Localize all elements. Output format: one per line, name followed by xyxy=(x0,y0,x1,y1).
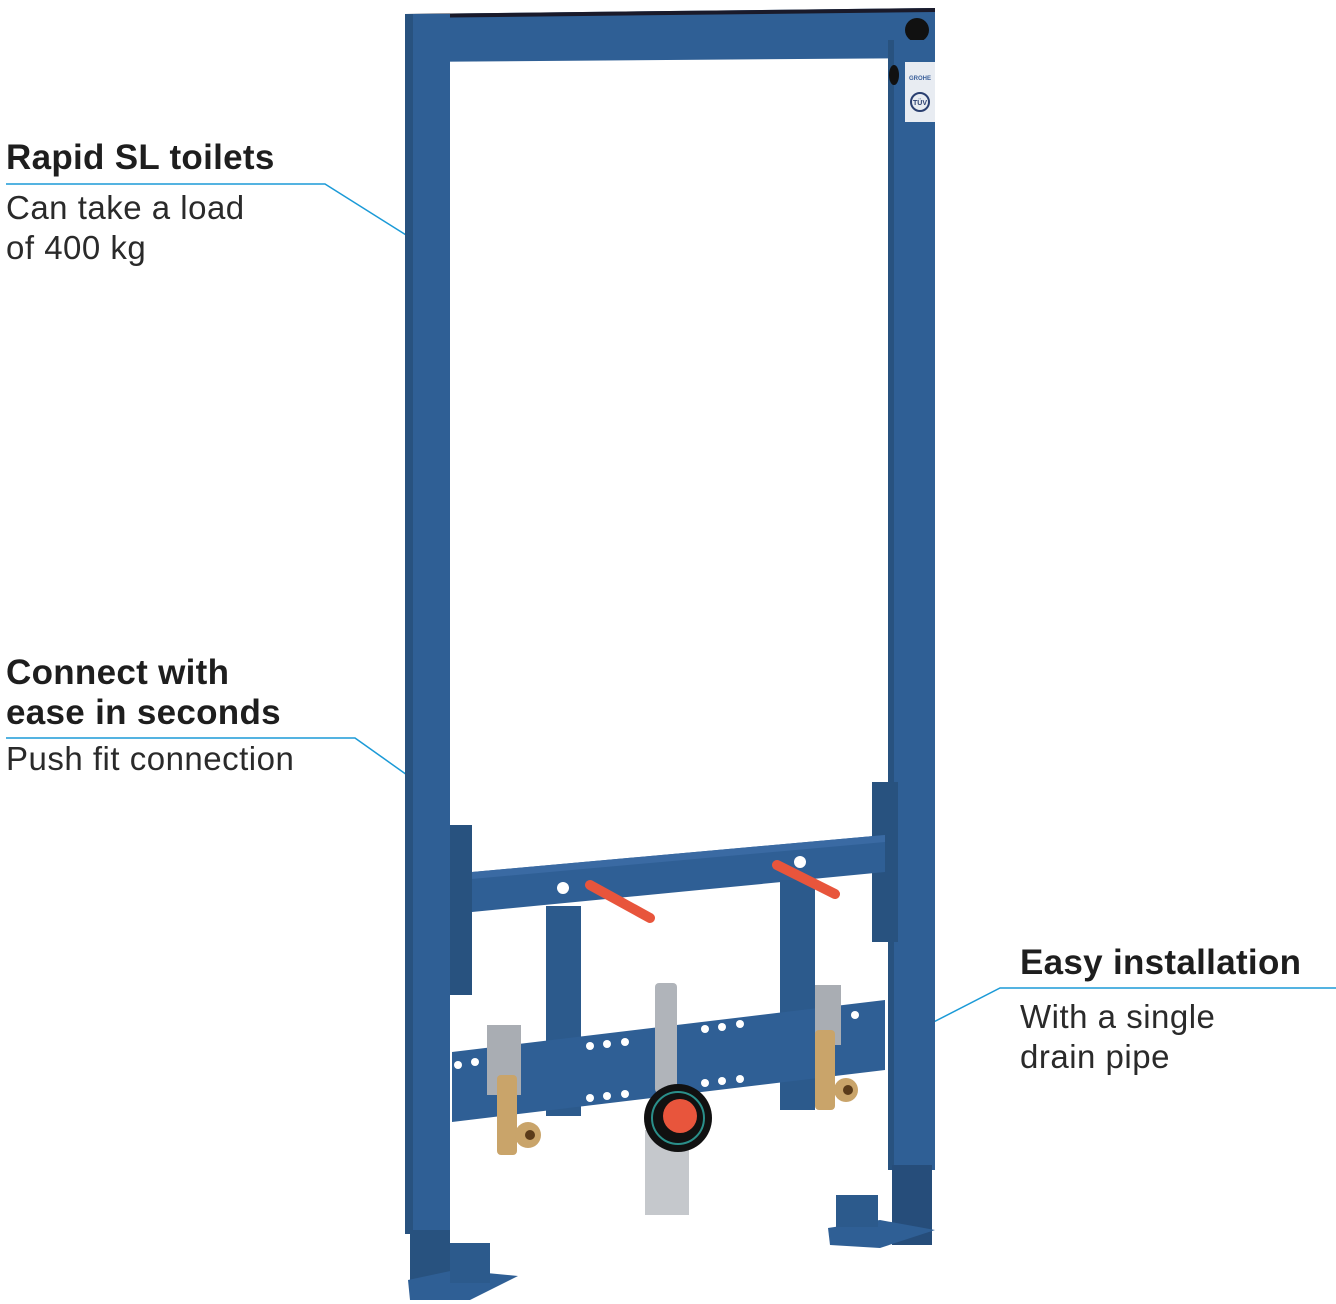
callout-title: Easy installation xyxy=(1020,943,1302,982)
callout-line-install xyxy=(917,987,1336,1031)
tuv-logo: TÜV xyxy=(913,98,927,107)
callout-load-capacity: Rapid SL toilets Can take a load of 400 … xyxy=(6,138,275,268)
callout-description: of 400 kg xyxy=(6,229,147,266)
brand-logo: GROHE xyxy=(909,76,931,82)
callout-lines xyxy=(6,183,1336,1031)
brass-fitting-left xyxy=(487,1025,541,1155)
callout-description: Push fit connection xyxy=(6,740,295,777)
callout-description: With a single xyxy=(1020,998,1216,1035)
callout-description: drain pipe xyxy=(1020,1038,1170,1075)
brass-fitting-right xyxy=(815,985,858,1110)
callout-description: Can take a load xyxy=(6,189,245,226)
callout-line-load xyxy=(6,183,431,251)
callout-title: ease in seconds xyxy=(6,693,281,732)
callout-installation: Easy installation With a single drain pi… xyxy=(1020,943,1301,1077)
drain-pipe xyxy=(644,983,712,1215)
callout-title: Rapid SL toilets xyxy=(6,138,275,177)
frame: GROHE TÜV xyxy=(405,8,935,1300)
callout-title: Connect with xyxy=(6,653,230,692)
red-supply-pipe-left xyxy=(585,880,655,923)
red-supply-pipe-right xyxy=(772,860,840,899)
callout-connection: Connect with ease in seconds Push fit co… xyxy=(6,653,294,779)
